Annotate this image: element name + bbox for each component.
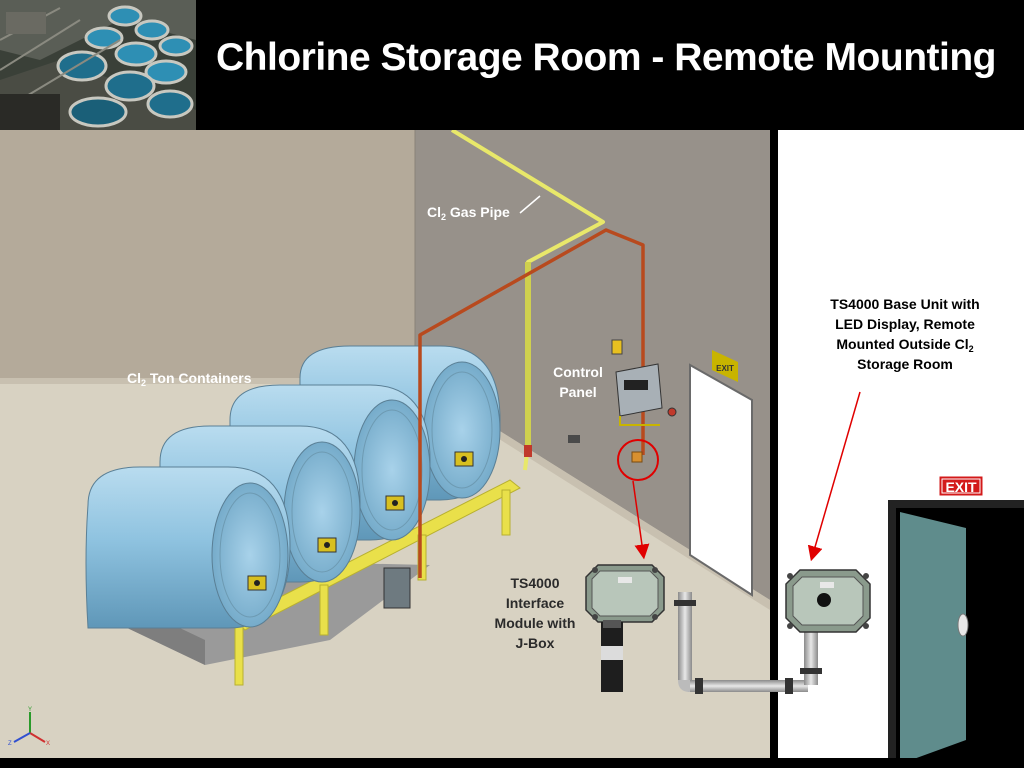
sensor-highlight — [617, 439, 659, 481]
storage-room-diagram: EXIT EXIT — [0, 130, 1024, 768]
junction-box — [383, 567, 411, 609]
axis-icon: Y X Z — [8, 707, 50, 747]
led-display — [817, 593, 831, 607]
svg-text:EXIT: EXIT — [716, 364, 734, 373]
gas-pipe-pointer — [519, 195, 541, 214]
base-unit-label: TS4000 Base Unit with LED Display, Remot… — [830, 296, 980, 372]
container-support-rail — [234, 479, 521, 686]
svg-text:X: X — [46, 741, 50, 747]
interface-module-label: TS4000 Interface Module with J-Box — [494, 575, 576, 651]
ts4000-interface-module — [585, 564, 665, 692]
interconnect-pipe — [674, 592, 822, 694]
gas-pipe-label: Cl2 Gas Pipe — [427, 204, 510, 222]
control-panel-label: Control Panel — [553, 364, 603, 400]
arrow-to-base-unit — [807, 391, 861, 562]
control-panel — [611, 339, 677, 426]
left-wall — [0, 130, 415, 378]
containers-label: Cl2 Ton Containers — [127, 370, 252, 388]
chlorine-ton-container — [85, 466, 291, 629]
svg-text:EXIT: EXIT — [945, 479, 977, 495]
partition-wall — [770, 130, 778, 768]
wall-vent — [568, 435, 580, 443]
exit-sign: EXIT — [938, 475, 984, 497]
ts4000-base-unit — [785, 569, 871, 633]
gas-sensor — [631, 451, 643, 463]
exterior-door — [888, 500, 1024, 768]
water-treatment-plant-photo — [0, 0, 196, 130]
svg-text:Z: Z — [8, 741, 12, 747]
header-bar: Chlorine Storage Room - Remote Mounting — [0, 0, 1024, 130]
svg-text:Y: Y — [28, 707, 32, 713]
interior-door — [689, 363, 753, 597]
interior-exit-sign: EXIT — [712, 350, 738, 382]
page-title: Chlorine Storage Room - Remote Mounting — [216, 36, 996, 79]
arrow-to-interface — [632, 480, 650, 560]
